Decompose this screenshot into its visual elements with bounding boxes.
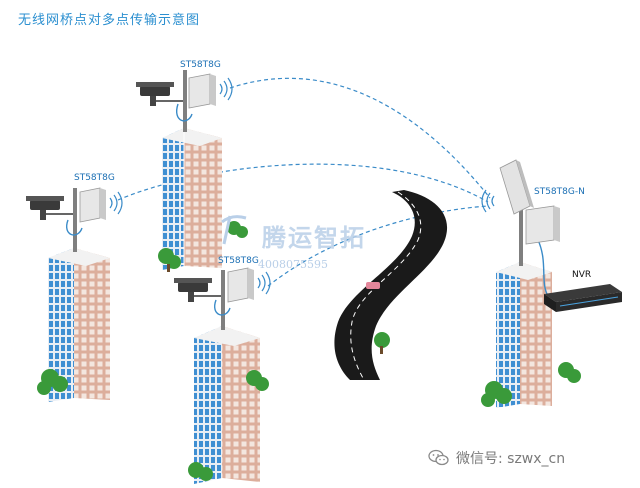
building-middle [194,326,260,484]
signal-waves-left [109,191,123,215]
wechat-label: 微信号: szwx_cn [456,451,566,467]
building-left [48,248,110,402]
building-base [496,262,552,408]
tree [481,381,512,407]
device-label-top: ST58T8G [180,60,221,70]
link-left-to-base [117,163,489,203]
wireless-links [117,77,491,287]
signal-waves-middle [257,271,271,295]
tree [246,370,269,391]
camera-left [26,196,73,220]
bridge-unit-top [188,73,216,109]
mast-base [519,196,549,297]
nvr-label: NVR [572,270,592,280]
bridge-unit-base [525,205,560,245]
tree [558,362,581,383]
signal-waves-base [481,189,495,213]
building-top [162,128,222,270]
camera-top [136,82,183,106]
mast-top [176,70,193,132]
diagram-title: 无线网桥点对多点传输示意图 [18,13,201,28]
trees [37,221,581,481]
tree [158,248,181,272]
mast-left [66,188,83,252]
mast-middle [214,270,231,330]
watermark-phone: 4008075595 [258,258,328,271]
nvr-device [544,284,622,312]
device-label-middle: ST58T8G [218,256,259,266]
wechat-id: 微信号: szwx_cn [428,448,565,468]
sector-antenna-base [499,159,534,215]
signal-waves-top [219,77,233,101]
bridge-unit-middle [227,267,254,303]
tree [37,369,68,395]
tree [188,462,213,481]
wechat-icon [428,449,449,466]
link-top-to-base [229,77,491,199]
bridge-unit-left [79,187,106,223]
device-label-left: ST58T8G [74,173,115,183]
watermark-brand: 腾运智拓 [262,223,366,252]
camera-middle [174,278,221,302]
road [334,190,448,381]
tree [374,332,390,354]
tree [227,221,248,238]
device-label-base: ST58T8G-N [534,187,585,197]
watermark-logo-icon [221,215,247,245]
